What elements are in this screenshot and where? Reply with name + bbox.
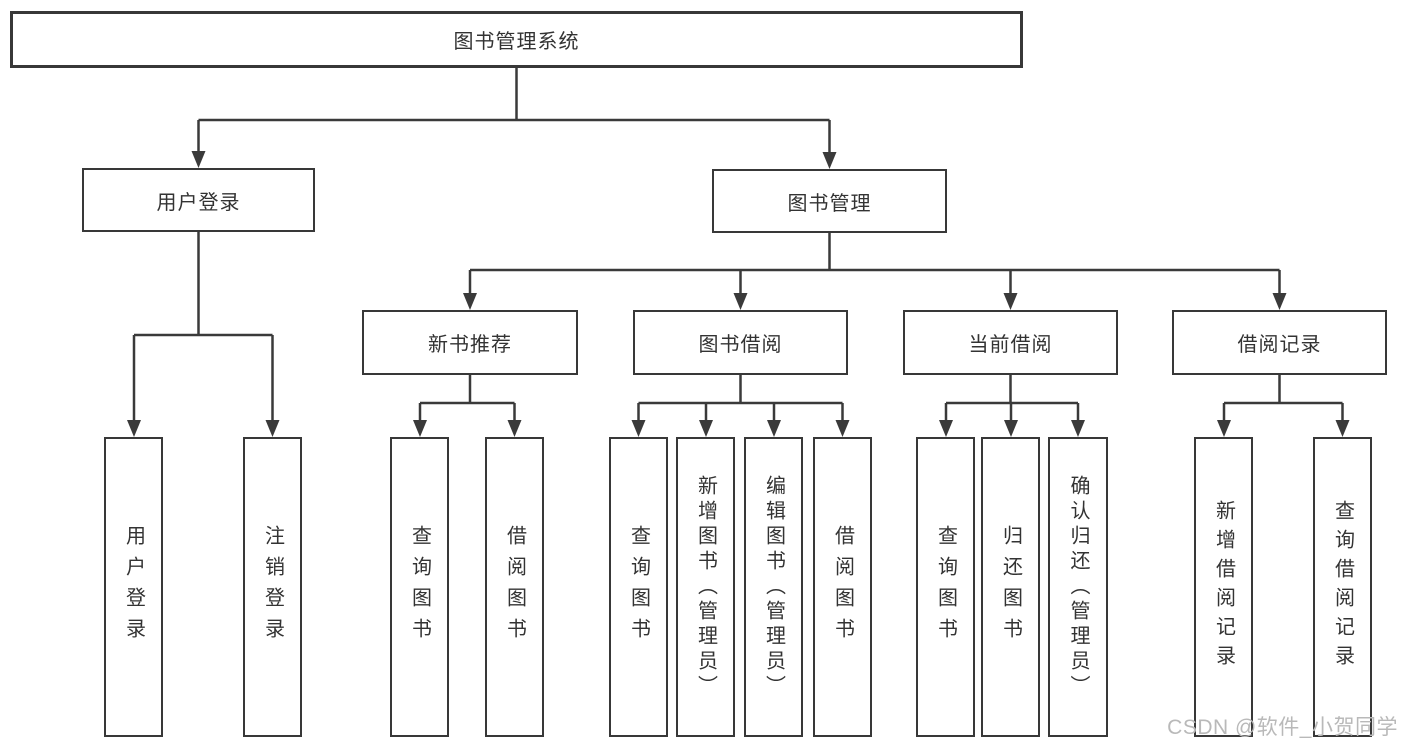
leaf-cb-return-books: 归还图书	[981, 437, 1040, 737]
leaf-nbr-query-books-label: 查询图书	[408, 525, 431, 649]
connector-new-book-recommend	[413, 375, 522, 437]
leaf-bb-query-books-label: 查询图书	[627, 525, 650, 649]
node-user-login: 用户登录	[82, 168, 315, 232]
connector-borrow-records	[1217, 375, 1350, 437]
node-root: 图书管理系统	[10, 11, 1023, 68]
leaf-bb-edit-books-admin: 编辑图书（管理员）	[744, 437, 803, 737]
leaf-logout-label: 注销登录	[261, 525, 284, 649]
node-book-borrow: 图书借阅	[633, 310, 848, 375]
leaf-nbr-query-books: 查询图书	[390, 437, 449, 737]
leaf-cb-query-books: 查询图书	[916, 437, 975, 737]
leaf-cb-confirm-return-admin-label: 确认归还（管理员）	[1067, 474, 1089, 700]
node-book-borrow-label: 图书借阅	[698, 334, 783, 356]
leaf-cb-query-books-label: 查询图书	[934, 525, 957, 649]
leaf-cb-confirm-return-admin: 确认归还（管理员）	[1048, 437, 1108, 737]
leaf-bb-add-books-admin: 新增图书（管理员）	[676, 437, 735, 737]
connector-book-management	[463, 233, 1287, 310]
node-current-borrow-label: 当前借阅	[968, 334, 1053, 356]
leaf-bb-add-books-admin-label: 新增图书（管理员）	[694, 474, 717, 700]
connector-book-borrow	[631, 375, 850, 437]
node-current-borrow: 当前借阅	[903, 310, 1118, 375]
connector-root	[191, 68, 837, 169]
node-new-book-recommend-label: 新书推荐	[428, 334, 512, 356]
leaf-br-add-record-label: 新增借阅记录	[1212, 500, 1235, 674]
leaf-bb-edit-books-admin-label: 编辑图书（管理员）	[762, 474, 785, 700]
node-root-label: 图书管理系统	[453, 31, 580, 53]
leaf-br-query-record: 查询借阅记录	[1313, 437, 1372, 737]
leaf-cb-return-books-label: 归还图书	[999, 525, 1022, 649]
node-book-management: 图书管理	[712, 169, 947, 233]
leaf-br-add-record: 新增借阅记录	[1194, 437, 1253, 737]
node-borrow-records: 借阅记录	[1172, 310, 1387, 375]
node-new-book-recommend: 新书推荐	[362, 310, 578, 375]
connector-current-borrow	[939, 375, 1085, 437]
leaf-br-query-record-label: 查询借阅记录	[1331, 500, 1354, 674]
node-borrow-records-label: 借阅记录	[1237, 334, 1322, 356]
connector-user-login	[127, 232, 280, 437]
leaf-nbr-borrow-books: 借阅图书	[485, 437, 544, 737]
node-book-management-label: 图书管理	[787, 192, 872, 215]
leaf-bb-borrow-books-label: 借阅图书	[831, 525, 854, 649]
leaf-bb-query-books: 查询图书	[609, 437, 668, 737]
csdn-watermark: CSDN @软件_小贺同学	[1167, 716, 1398, 739]
leaf-nbr-borrow-books-label: 借阅图书	[503, 525, 526, 649]
leaf-user-login: 用户登录	[104, 437, 163, 737]
leaf-bb-borrow-books: 借阅图书	[813, 437, 872, 737]
node-user-login-label: 用户登录	[156, 191, 241, 214]
leaf-user-login-label: 用户登录	[122, 525, 145, 649]
leaf-logout: 注销登录	[243, 437, 302, 737]
